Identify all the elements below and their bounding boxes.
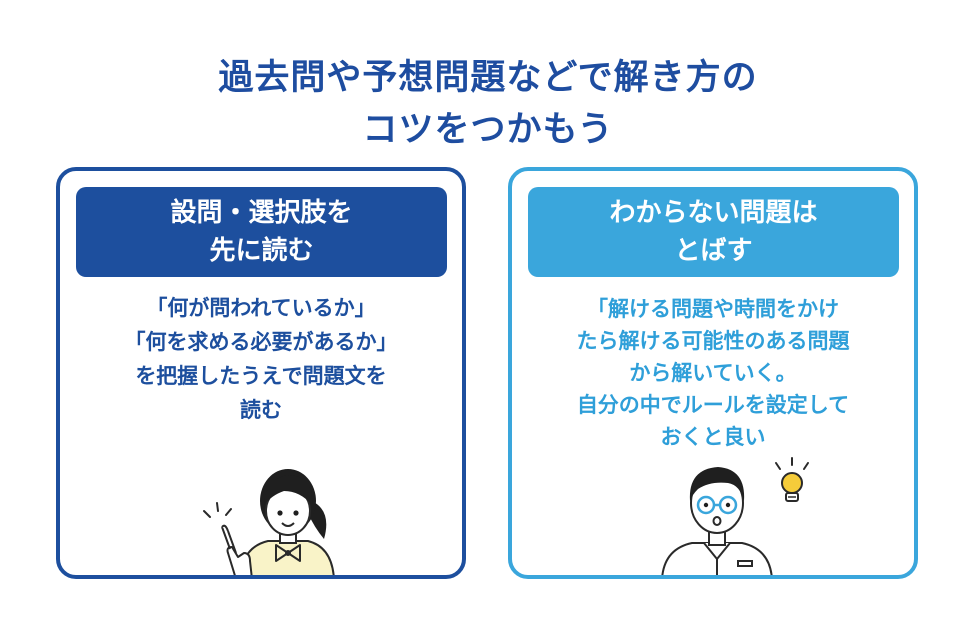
student-girl-illustration	[203, 469, 335, 575]
title-line-1: 過去問や予想問題などで解き方の	[218, 58, 758, 98]
body-line-4: 自分の中でルールを設定して	[576, 393, 850, 417]
body-line-2: たら解ける可能性のある問題	[576, 329, 850, 353]
sparkle-icon	[203, 502, 232, 518]
page-title: 過去問や予想問題などで解き方の コツをつかもう	[0, 52, 976, 156]
light-bulb-icon	[775, 457, 809, 502]
body-line-1: 「解ける問題や時間をかけ	[587, 297, 839, 321]
student-boy-illustration	[661, 457, 809, 575]
tip-card-heading: 設問・選択肢を 先に読む	[76, 187, 447, 277]
heading-line-2: とばす	[674, 236, 753, 266]
glasses-icon	[696, 495, 738, 515]
tip-card-heading: わからない問題は とばす	[528, 187, 899, 277]
heading-line-2: 先に読む	[209, 236, 314, 266]
tip-card-skip-unknown: わからない問題は とばす 「解ける問題や時間をかけ たら解ける可能性のある問題 …	[508, 167, 918, 579]
body-line-3: から解いていく。	[629, 361, 797, 385]
body-line-4: 読む	[240, 398, 282, 422]
tip-card-body: 「何が問われているか」 「何を求める必要があるか」 を把握したうえで問題文を 読…	[60, 291, 462, 427]
heading-line-1: わからない問題は	[609, 198, 818, 228]
title-line-2: コツをつかもう	[362, 110, 614, 150]
body-line-5: おくと良い	[660, 425, 766, 449]
body-line-2: 「何を求める必要があるか」	[124, 330, 398, 354]
tip-card-read-first: 設問・選択肢を 先に読む 「何が問われているか」 「何を求める必要があるか」 を…	[56, 167, 466, 579]
heading-line-1: 設問・選択肢を	[170, 198, 353, 228]
tip-card-body: 「解ける問題や時間をかけ たら解ける可能性のある問題 から解いていく。 自分の中…	[512, 293, 914, 453]
body-line-3: を把握したうえで問題文を	[135, 364, 387, 388]
body-line-1: 「何が問われているか」	[146, 296, 376, 320]
